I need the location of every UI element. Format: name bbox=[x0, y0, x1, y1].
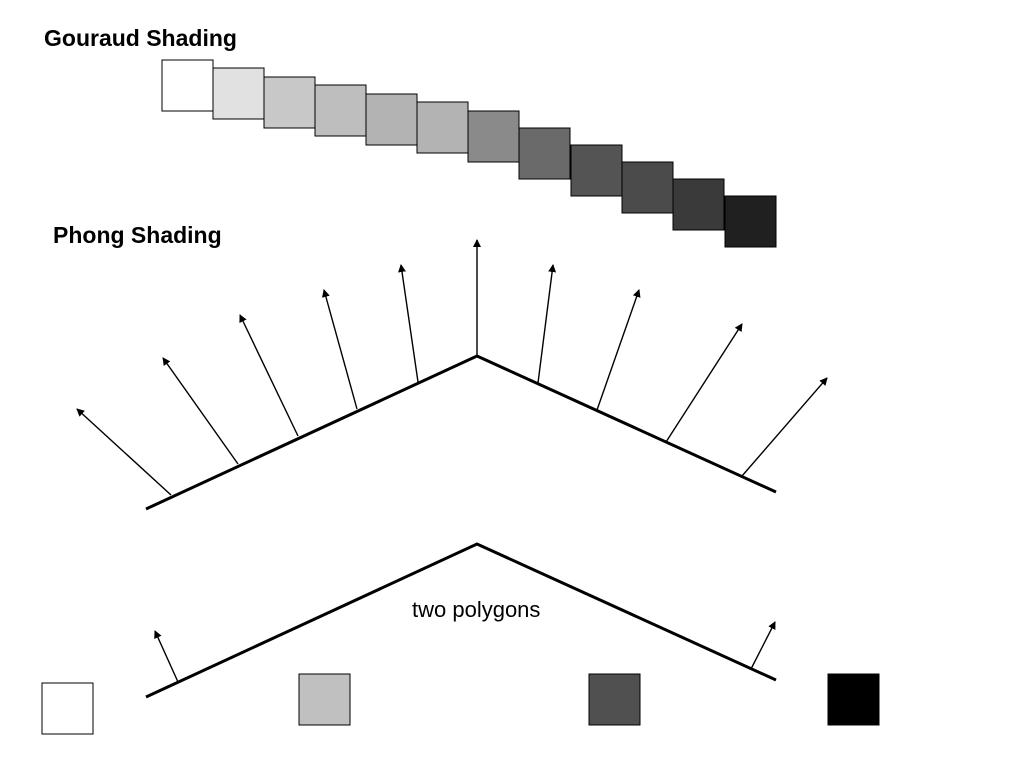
gouraud-swatch bbox=[314, 84, 367, 137]
gouraud-swatch bbox=[621, 161, 674, 214]
normal-arrow bbox=[665, 323, 743, 443]
gouraud-shading-title: Gouraud Shading bbox=[44, 25, 237, 51]
gouraud-swatch bbox=[212, 67, 265, 120]
vertex-normal-arrow bbox=[154, 630, 179, 683]
gouraud-swatch bbox=[672, 178, 725, 231]
gouraud-swatch bbox=[263, 76, 316, 129]
phong-polygon-edges bbox=[145, 354, 777, 511]
gouraud-swatch bbox=[161, 59, 214, 112]
two-polygons-label: two polygons bbox=[412, 597, 541, 622]
normal-arrow bbox=[537, 264, 557, 384]
vertex-swatch bbox=[588, 673, 641, 726]
gouraud-swatch bbox=[724, 195, 777, 248]
gouraud-swatch-strip bbox=[161, 59, 777, 248]
vertex-swatch bbox=[827, 673, 880, 726]
gouraud-swatch bbox=[518, 127, 571, 180]
normal-arrow bbox=[239, 314, 299, 437]
two-polygons-edges bbox=[145, 542, 777, 699]
two-polygons-figure bbox=[145, 542, 777, 699]
vertex-normal-arrow bbox=[750, 621, 776, 670]
normal-arrow bbox=[596, 289, 641, 411]
normal-arrow bbox=[76, 408, 172, 496]
vertex-swatch bbox=[41, 682, 94, 735]
normal-arrow bbox=[398, 264, 419, 383]
phong-shading-title: Phong Shading bbox=[53, 222, 222, 248]
vertex-swatch bbox=[298, 673, 351, 726]
phong-normals bbox=[76, 239, 828, 496]
gouraud-swatch bbox=[365, 93, 418, 146]
gouraud-swatch bbox=[467, 110, 520, 163]
normal-arrow bbox=[162, 357, 239, 465]
vertex-swatch-row bbox=[41, 673, 880, 735]
phong-polygons bbox=[76, 239, 828, 511]
gouraud-swatch bbox=[416, 101, 469, 154]
normal-arrow bbox=[741, 377, 828, 477]
normal-arrow bbox=[322, 289, 358, 410]
gouraud-swatch bbox=[570, 144, 623, 197]
